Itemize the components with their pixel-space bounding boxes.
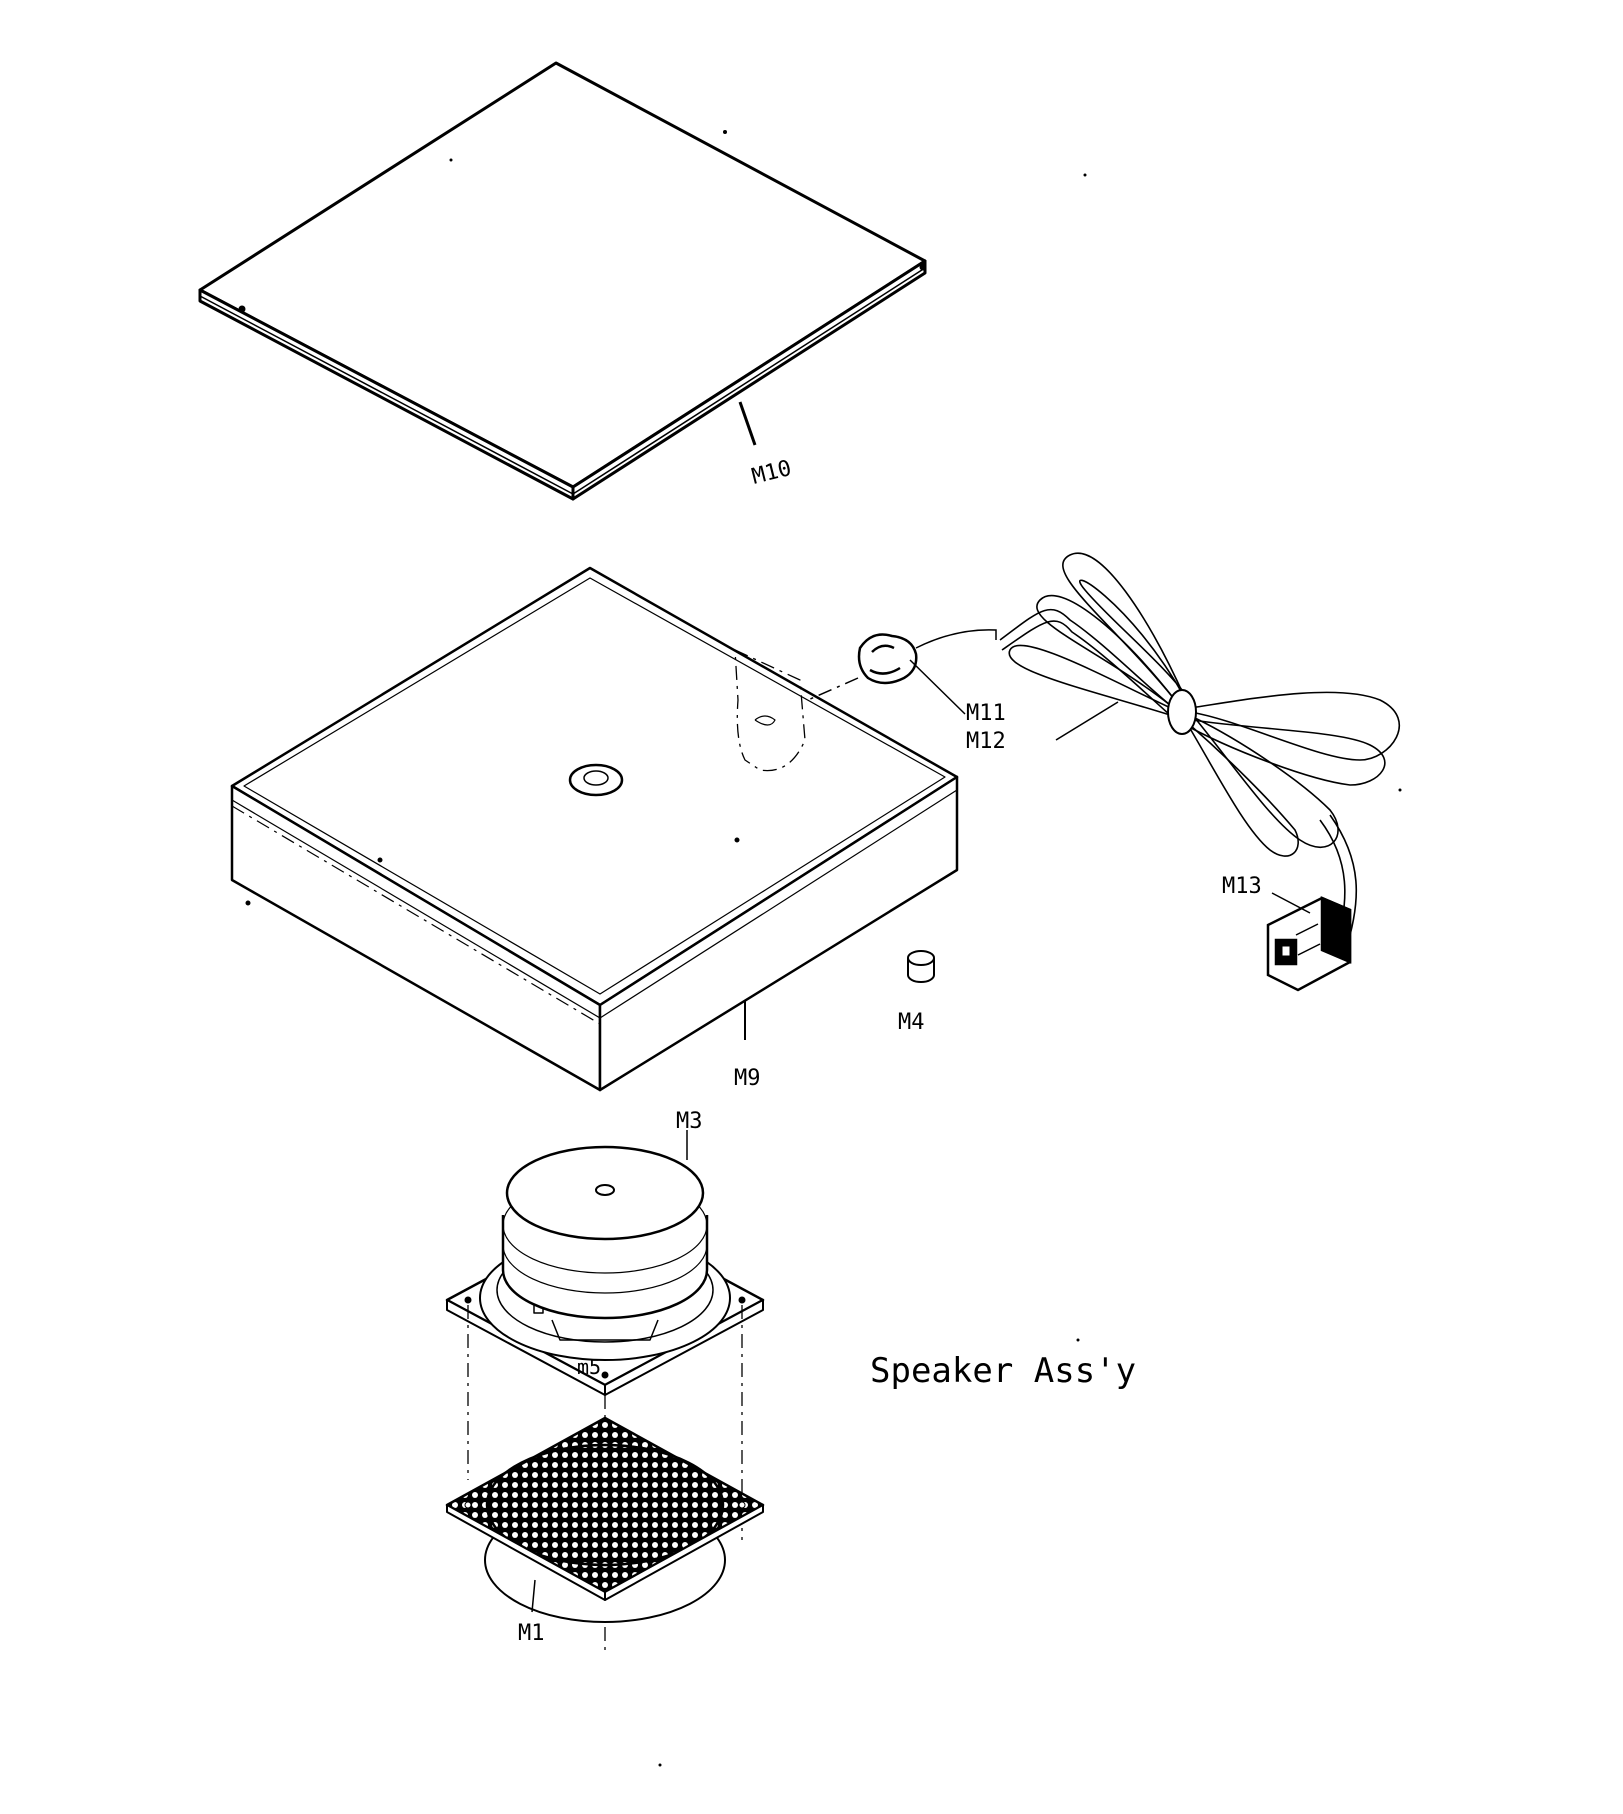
connector-m13 — [1266, 892, 1352, 992]
cabinet-m9 — [230, 566, 959, 1092]
foot-m4 — [907, 950, 935, 983]
diagram-title: Speaker Ass'y — [870, 1351, 1136, 1391]
label-m13: M13 — [1222, 874, 1262, 899]
label-m11: M11 — [966, 701, 1006, 726]
scan-specks — [449, 130, 1402, 1767]
label-m12: M12 — [966, 729, 1006, 754]
label-m3: M3 — [676, 1109, 703, 1134]
label-m10: M10 — [749, 456, 794, 490]
speaker-driver-m3 — [445, 1130, 765, 1396]
label-m1: M1 — [518, 1621, 545, 1646]
grille-m1 — [445, 1416, 765, 1623]
label-m5: m5 — [577, 1355, 601, 1379]
top-panel-m10 — [198, 61, 927, 501]
cable-m12 — [999, 552, 1401, 960]
label-m9: M9 — [734, 1066, 761, 1091]
label-m4: M4 — [898, 1010, 925, 1035]
terminal-m11 — [807, 629, 997, 715]
